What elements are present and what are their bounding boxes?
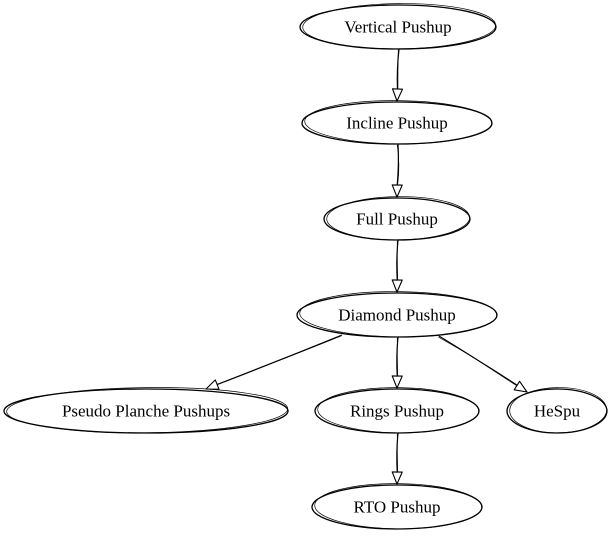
edge-incline-to-full <box>391 143 403 198</box>
edge-line <box>396 239 399 281</box>
arrow-head <box>391 279 403 293</box>
node-label: Rings Pushup <box>350 402 444 421</box>
node-ellipse-sketch <box>317 387 480 434</box>
node-label: Full Pushup <box>356 210 438 229</box>
edge-line <box>396 143 400 186</box>
edge-diamond-to-hespu <box>438 335 528 393</box>
arrow-head <box>391 375 403 389</box>
edge-diamond-to-rings <box>391 336 403 389</box>
edge-line-sketch <box>396 433 399 472</box>
node-ellipse-sketch <box>299 291 498 338</box>
node-label: Vertical Pushup <box>344 18 451 37</box>
node-hespu: HeSpu <box>506 387 608 434</box>
node-ellipse-sketch <box>326 196 471 241</box>
edge-line-sketch <box>438 336 518 386</box>
node-label: RTO Pushup <box>354 498 441 517</box>
node-ellipse-sketch <box>302 3 497 50</box>
node-rto: RTO Pushup <box>311 483 483 530</box>
edge-rings-to-rto <box>391 432 403 485</box>
arrow-head <box>391 471 403 485</box>
node-full: Full Pushup <box>323 196 471 241</box>
edge-line <box>396 48 400 90</box>
edge-line-sketch <box>217 335 342 385</box>
edge-diamond-to-pseudo <box>205 334 343 390</box>
node-pseudo: Pseudo Planche Pushups <box>3 387 289 434</box>
node-ellipse-sketch <box>304 100 493 145</box>
node-label: Pseudo Planche Pushups <box>62 402 230 421</box>
edge-line-sketch <box>396 144 400 185</box>
node-rings: Rings Pushup <box>314 387 480 434</box>
node-vertical: Vertical Pushup <box>299 3 497 50</box>
node-ellipse-sketch <box>509 387 608 434</box>
node-ellipse-sketch <box>6 387 289 434</box>
edges-layer <box>205 48 528 485</box>
node-diamond: Diamond Pushup <box>296 291 498 338</box>
arrow-head <box>391 88 404 102</box>
arrow-head <box>205 379 220 390</box>
arrow-head <box>391 184 403 198</box>
node-label: Diamond Pushup <box>338 306 456 325</box>
edge-line <box>438 335 518 387</box>
edge-line-sketch <box>396 240 399 280</box>
node-label: HeSpu <box>534 402 581 421</box>
edge-line <box>396 336 399 377</box>
node-ellipse-sketch <box>314 483 483 530</box>
edge-full-to-diamond <box>391 239 403 293</box>
node-label: Incline Pushup <box>346 114 448 133</box>
node-incline: Incline Pushup <box>301 100 493 145</box>
arrow-head <box>513 380 528 393</box>
edge-line <box>396 432 399 473</box>
edge-line-sketch <box>396 337 399 376</box>
edge-vertical-to-incline <box>391 48 404 102</box>
